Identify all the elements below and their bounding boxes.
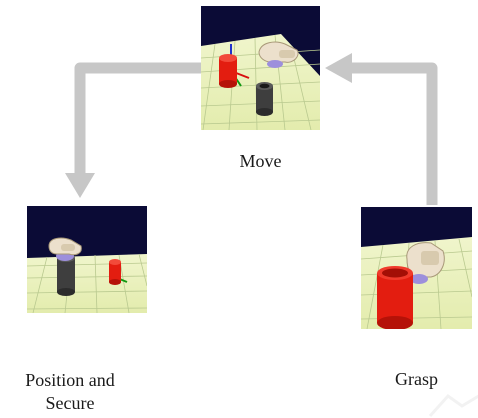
grasp-scene-panel: [361, 207, 472, 329]
move-scene-panel: [201, 6, 320, 130]
arrow-grasp-to-move: [352, 62, 438, 205]
robot-hand-scene-icon: [361, 207, 472, 329]
arrow-head-down: [65, 173, 95, 198]
stage-label-position-and-secure: Position and Secure: [25, 370, 115, 413]
watermark-graphic: [428, 394, 478, 418]
arrow-move-to-position: [74, 62, 201, 175]
robot-hand-scene-icon: [201, 6, 320, 130]
arrow-head-left: [325, 53, 352, 83]
robot-hand-scene-icon: [27, 206, 147, 313]
stage-label-move: Move: [239, 151, 282, 171]
stage-label-grasp: Grasp: [395, 369, 438, 389]
position-scene-panel: [27, 206, 147, 313]
